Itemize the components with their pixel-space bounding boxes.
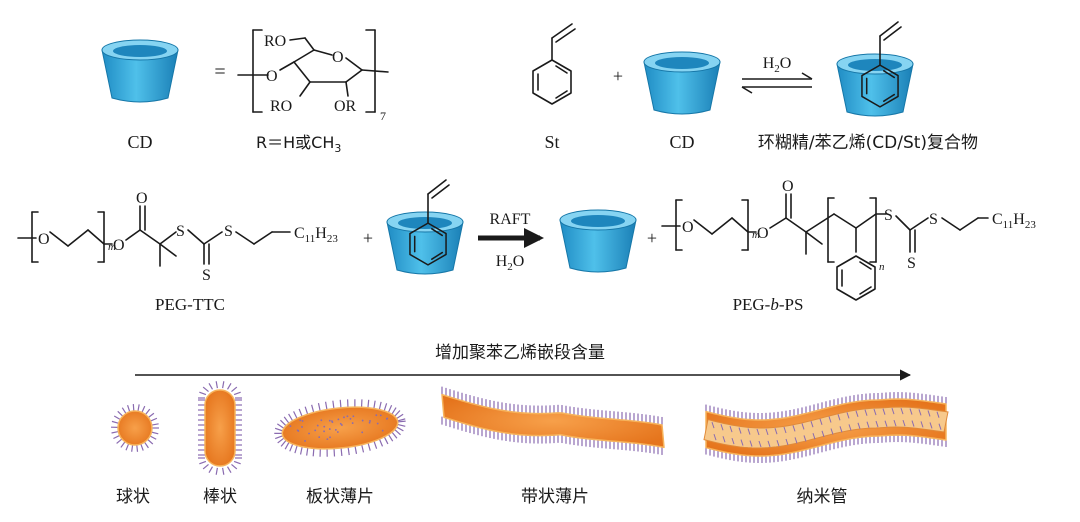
cd-label-reactant: CD bbox=[669, 132, 694, 152]
o-ester-2: O bbox=[757, 225, 769, 242]
morphology-label-rod: 棒状 bbox=[203, 487, 237, 507]
peg-ttc-label: PEG-TTC bbox=[155, 295, 225, 314]
nanotube-micelle bbox=[704, 392, 948, 463]
cd-st-complex bbox=[837, 22, 913, 116]
peg-ttc-structure bbox=[18, 206, 290, 266]
morphology-label-lamella: 板状薄片 bbox=[306, 487, 374, 507]
water-label-row1: H2O bbox=[763, 55, 792, 75]
o-left-peg: O bbox=[38, 231, 50, 248]
peg-b-ps-structure bbox=[662, 194, 988, 262]
s-atom-3: S bbox=[224, 223, 233, 240]
o-ring-label: O bbox=[332, 49, 344, 66]
plus-sign-row2-b: + bbox=[647, 228, 657, 248]
plus-sign-row1: + bbox=[613, 66, 623, 86]
morphology-label-sphere: 球状 bbox=[116, 487, 150, 507]
sphere-micelle bbox=[111, 404, 159, 452]
morphology-label-nanotube: 纳米管 bbox=[797, 487, 848, 507]
s-atom-6: S bbox=[929, 211, 938, 228]
styrene-structure bbox=[533, 24, 575, 104]
o-carbonyl-2: O bbox=[782, 178, 794, 195]
styrene-label: St bbox=[544, 132, 559, 152]
ro-top-label: RO bbox=[264, 33, 286, 50]
o-carbonyl: O bbox=[136, 190, 148, 207]
plus-sign-row2-a: + bbox=[363, 228, 373, 248]
morphology-label-ribbon: 带状薄片 bbox=[521, 487, 589, 507]
lamella-micelle bbox=[272, 393, 409, 462]
glucose-unit-structure bbox=[238, 30, 388, 112]
cd-cup-symbol bbox=[102, 40, 178, 102]
repeat-subscript: 7 bbox=[380, 109, 386, 123]
cd-st-complex-row2 bbox=[387, 180, 463, 274]
s-atom-4: S bbox=[884, 207, 893, 224]
ps-benzene-ring bbox=[837, 256, 875, 300]
water-label-row2: H2O bbox=[496, 253, 525, 273]
o-link-left: O bbox=[266, 68, 278, 85]
s-atom-2: S bbox=[202, 267, 211, 284]
o-left-peg-ps: O bbox=[682, 219, 694, 236]
alkyl-chain-label: C11H23 bbox=[294, 225, 338, 245]
or-bottom-label: OR bbox=[334, 98, 357, 115]
cd-cup-product bbox=[560, 210, 636, 272]
r-definition: R＝H或CH3 bbox=[256, 133, 341, 155]
trend-arrow-label: 增加聚苯乙烯嵌段含量 bbox=[435, 343, 605, 363]
n-subscript: n bbox=[879, 261, 885, 273]
alkyl-chain-label-2: C11H23 bbox=[992, 211, 1036, 231]
complex-label: 环糊精/苯乙烯(CD/St)复合物 bbox=[758, 133, 978, 153]
peg-b-ps-label: PEG-b-PS bbox=[733, 295, 804, 314]
cd-label: CD bbox=[127, 132, 152, 152]
raft-label: RAFT bbox=[490, 211, 531, 228]
ro-bottom-label: RO bbox=[270, 98, 292, 115]
equals-sign: = bbox=[214, 61, 225, 83]
s-atom-5: S bbox=[907, 255, 916, 272]
rod-micelle bbox=[198, 381, 242, 474]
s-atom-1: S bbox=[176, 223, 185, 240]
morphology-shapes bbox=[111, 381, 948, 474]
ribbon-micelle bbox=[442, 387, 664, 455]
equilibrium-arrow bbox=[742, 73, 812, 93]
o-ester: O bbox=[113, 237, 125, 254]
cd-cup-reactant bbox=[644, 52, 720, 114]
